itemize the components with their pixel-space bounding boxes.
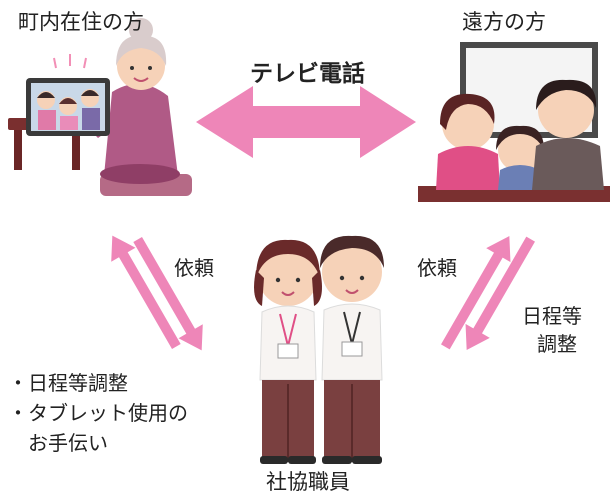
remote-person-label: 遠方の方 [462,10,546,34]
left-arrow-down [133,237,203,351]
task-item: お手伝い [8,431,108,455]
video-call-double-arrow [196,86,416,158]
staff-label: 社協職員 [266,470,350,494]
right-request-arrows [441,236,535,350]
request-label-right: 依頼 [417,256,457,280]
two-staff-members-illustration [254,235,384,464]
right-arrow-up [441,236,511,350]
town-resident-label: 町内在住の方 [18,10,144,34]
right-arrow-down [465,236,535,350]
request-label-left: 依頼 [174,256,214,280]
staff-task-list: ・日程等調整 ・タブレット使用の お手伝い [8,368,188,458]
staff-female [254,239,322,464]
staff-male [320,235,384,464]
task-item: ・タブレット使用の [8,401,188,425]
video-call-label: テレビ電話 [250,61,365,87]
task-item: ・日程等調整 [8,371,128,395]
left-request-arrows [111,235,203,351]
schedule-label-line1: 日程等 [522,304,582,328]
left-arrow-up [111,235,181,349]
elderly-woman-tablet-illustration [8,18,192,196]
family-at-screen-illustration [418,42,610,202]
schedule-label-line2: 調整 [537,332,577,356]
